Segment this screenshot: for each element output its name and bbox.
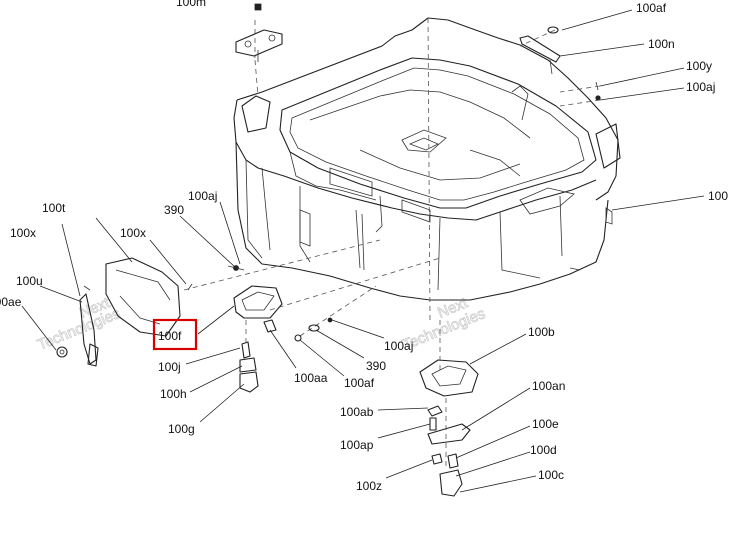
label-100af: 100af	[344, 376, 375, 390]
label-100x: 100x	[10, 226, 36, 240]
label-390: 390	[164, 203, 184, 217]
storage-box	[233, 17, 621, 301]
label-100c: 100c	[538, 468, 564, 482]
label-100g: 100g	[168, 422, 195, 436]
label-100n: 100n	[648, 37, 675, 51]
label-100u: 100u	[16, 274, 43, 288]
label-100aj: 100aj	[384, 339, 413, 353]
assembly-line	[254, 59, 259, 97]
label-100ab: 100ab	[340, 405, 374, 419]
label-100e: 100e	[532, 417, 559, 431]
label-100t: 100t	[42, 201, 66, 215]
label-100ae: 100ae	[0, 295, 22, 309]
assembly-line	[519, 29, 556, 47]
label-100y: 100y	[686, 59, 712, 73]
label-100aj: 100aj	[686, 80, 715, 94]
latch-100f	[233, 285, 283, 393]
label-100h: 100h	[160, 387, 187, 401]
fastener-group-top-right	[519, 26, 601, 101]
fasteners-middle	[294, 317, 333, 342]
center-line	[427, 17, 431, 321]
assembly-line	[269, 257, 441, 311]
highlight-box	[152, 318, 198, 351]
label-100ap: 100ap	[340, 438, 374, 452]
latch-plate-100t	[105, 257, 181, 337]
label-100j: 100j	[158, 360, 181, 374]
part-labels: 100m 100af 100n 100y 100aj 100 390 100aj…	[0, 0, 728, 493]
label-100d: 100d	[530, 443, 557, 457]
watermark: Next Technologies Next Technologies	[35, 294, 488, 354]
leader-lines	[21, 9, 705, 493]
label-100af: 100af	[636, 1, 667, 15]
assembly-line	[559, 99, 601, 107]
assembly-line	[559, 85, 601, 93]
label-390: 390	[366, 359, 386, 373]
label-100z: 100z	[356, 479, 382, 493]
label-100b: 100b	[528, 325, 555, 339]
label-100aa: 100aa	[294, 371, 328, 385]
label-100: 100	[708, 189, 728, 203]
label-100m: 100m	[176, 0, 206, 9]
latch-100b	[419, 320, 479, 497]
label-100x: 100x	[120, 226, 146, 240]
label-100an: 100an	[532, 379, 565, 393]
bracket-100m	[235, 3, 283, 62]
assembly-line	[299, 285, 377, 337]
label-100f: 100f	[158, 329, 182, 343]
label-100aj: 100aj	[188, 189, 217, 203]
assembly-line	[183, 239, 381, 291]
